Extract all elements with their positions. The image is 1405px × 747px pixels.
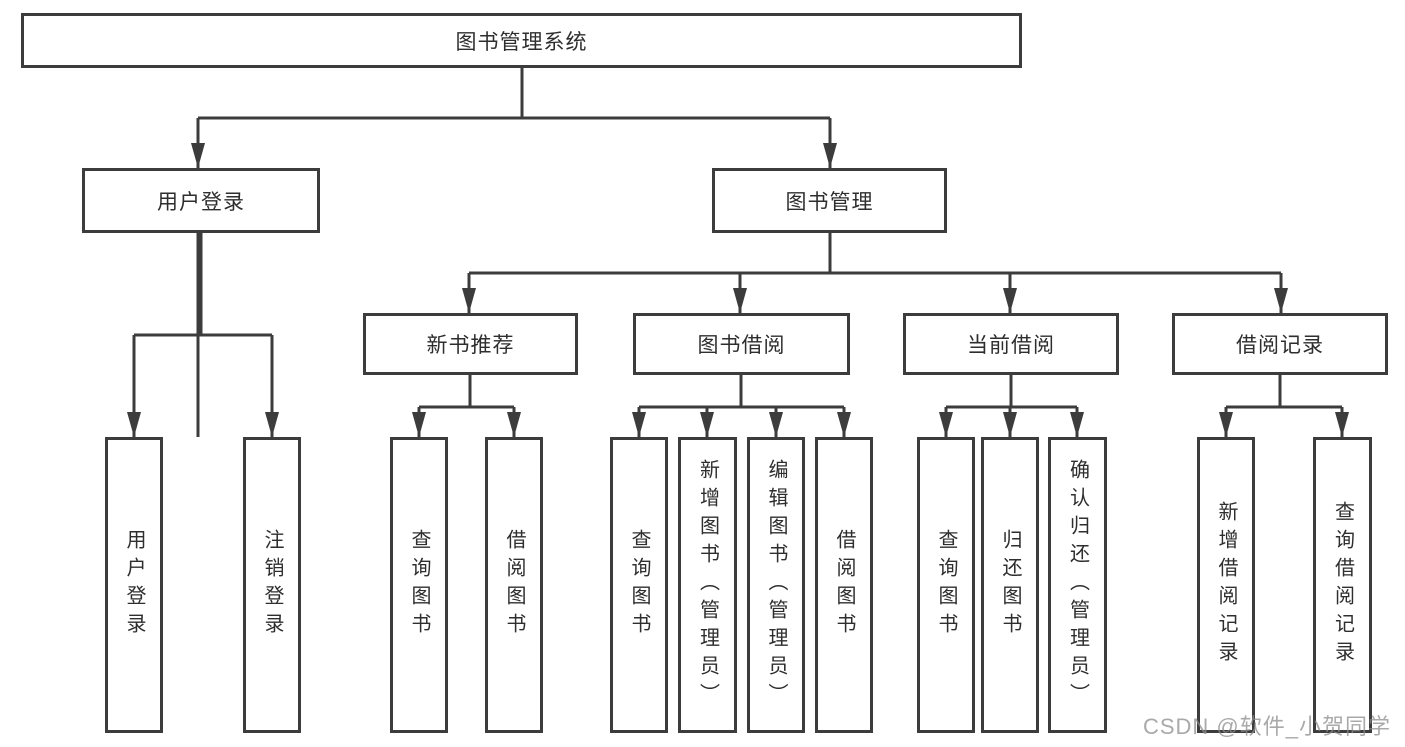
node-label: 查询借阅记录 xyxy=(1331,501,1354,669)
node-label: 借阅图书 xyxy=(503,529,525,641)
node-label: 图书管理 xyxy=(785,190,874,214)
leaf-add-book-admin: 新增图书（管理员） xyxy=(678,437,737,733)
node-new-book-recommendation: 新书推荐 xyxy=(363,313,578,375)
leaf-query-books-current: 查询图书 xyxy=(917,437,975,733)
node-label: 图书借阅 xyxy=(697,334,786,357)
node-label: 借阅图书 xyxy=(833,529,855,641)
node-label: 注销登录 xyxy=(261,529,283,641)
leaf-borrow-books-recommend: 借阅图书 xyxy=(485,437,543,733)
node-label: 新增图书（管理员） xyxy=(696,459,719,711)
leaf-query-books-recommend: 查询图书 xyxy=(390,437,448,733)
leaf-logout: 注销登录 xyxy=(243,437,301,733)
connector-currentborrow-to-leaves xyxy=(944,375,1079,437)
node-label: 确认归还（管理员） xyxy=(1066,459,1089,711)
connector-borrowrecord-to-leaves xyxy=(1224,375,1344,437)
leaf-query-borrow-record: 查询借阅记录 xyxy=(1313,437,1372,733)
connector-newbook-to-leaves xyxy=(417,375,516,437)
leaf-edit-book-admin: 编辑图书（管理员） xyxy=(747,437,805,733)
node-label: 归还图书 xyxy=(999,529,1021,641)
leaf-borrow-books: 借阅图书 xyxy=(815,437,873,733)
node-label: 用户登录 xyxy=(123,529,145,641)
csdn-watermark: CSDN @软件_小贺同学 xyxy=(1142,714,1391,739)
node-user-login: 用户登录 xyxy=(82,168,320,233)
connector-bookborrow-to-leaves xyxy=(637,375,846,437)
node-label: 查询图书 xyxy=(628,529,650,641)
node-label: 新增借阅记录 xyxy=(1215,501,1237,669)
leaf-query-books-borrow: 查询图书 xyxy=(610,437,668,733)
node-label: 查询图书 xyxy=(408,529,430,641)
node-label: 用户登录 xyxy=(157,190,245,214)
node-label: 借阅记录 xyxy=(1236,334,1324,357)
node-borrowing-records: 借阅记录 xyxy=(1172,313,1388,375)
node-label: 查询图书 xyxy=(935,529,957,641)
leaf-return-book: 归还图书 xyxy=(981,437,1039,733)
node-label: 新书推荐 xyxy=(426,334,515,357)
leaf-confirm-return-admin: 确认归还（管理员） xyxy=(1048,437,1107,733)
connector-bookmgmt-to-level3 xyxy=(467,233,1283,313)
node-book-borrowing: 图书借阅 xyxy=(633,313,850,375)
connector-userlogin-to-leaves xyxy=(132,233,274,437)
node-library-management-system: 图书管理系统 xyxy=(21,13,1022,68)
node-book-management: 图书管理 xyxy=(712,168,947,233)
node-label: 当前借阅 xyxy=(967,334,1055,357)
node-current-borrowing: 当前借阅 xyxy=(903,313,1119,375)
leaf-user-login: 用户登录 xyxy=(105,437,163,733)
node-label: 编辑图书（管理员） xyxy=(765,459,787,711)
node-label: 图书管理系统 xyxy=(455,30,588,54)
leaf-add-borrow-record: 新增借阅记录 xyxy=(1197,437,1255,733)
connector-root-to-level2 xyxy=(196,68,832,437)
